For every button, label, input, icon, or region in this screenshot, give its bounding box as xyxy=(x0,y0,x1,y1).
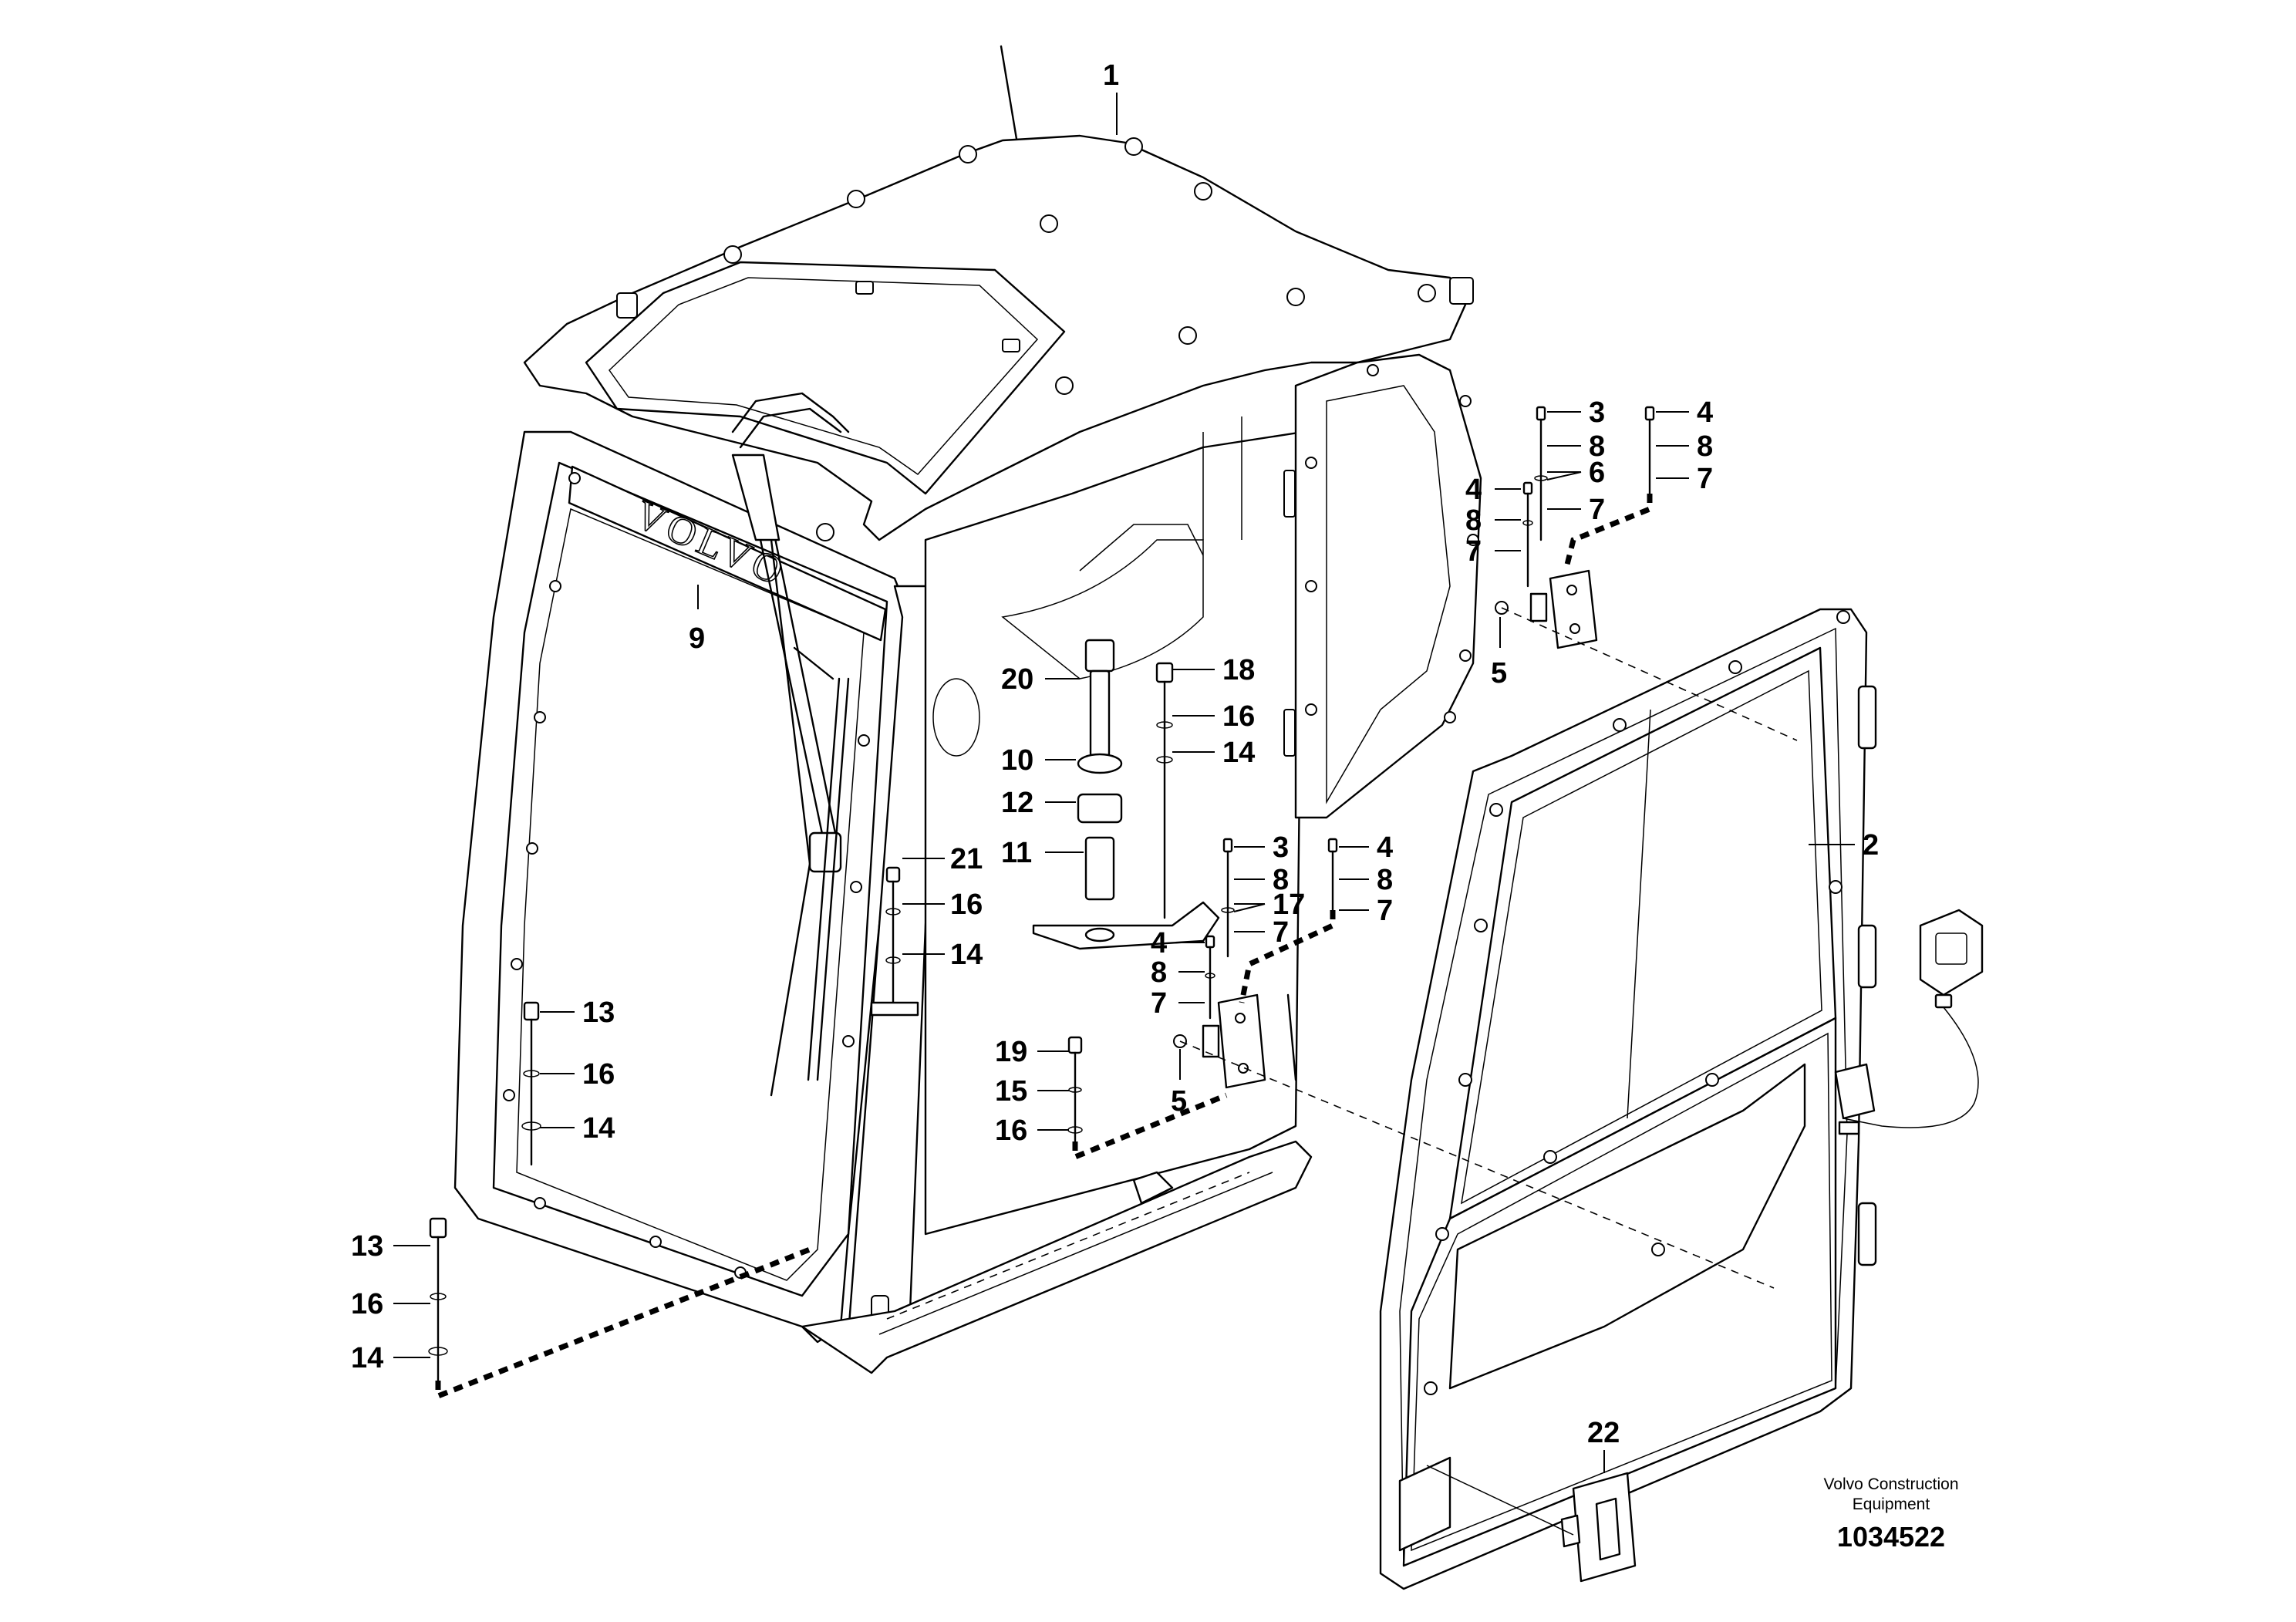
callout-7-upper-a: 7 xyxy=(1589,494,1605,526)
title-block: Volvo Construction Equipment 1034522 xyxy=(1823,1475,1958,1553)
callout-4-upper-b: 4 xyxy=(1465,474,1482,506)
callout-8-lower-a: 8 xyxy=(1273,864,1289,896)
callout-8-lower-c: 8 xyxy=(1151,956,1167,989)
callout-12: 12 xyxy=(1001,787,1033,819)
callout-19: 19 xyxy=(995,1036,1027,1068)
door-illustration xyxy=(1379,608,1877,1590)
callout-14-post: 14 xyxy=(950,939,983,971)
callout-2: 2 xyxy=(1863,829,1879,862)
callout-4-lower-a: 4 xyxy=(1377,831,1393,864)
callout-7-upper-b: 7 xyxy=(1697,463,1713,495)
callout-11: 11 xyxy=(1001,837,1032,869)
side-window-bolts xyxy=(1305,364,1479,723)
callout-labels: 1 2 9 5 5 22 20 10 12 11 18 16 14 21 16 … xyxy=(351,59,1879,1449)
callout-8-upper-b: 8 xyxy=(1697,430,1713,463)
callout-3-lower: 3 xyxy=(1273,831,1289,864)
callout-16-front: 16 xyxy=(582,1058,615,1091)
callout-22: 22 xyxy=(1587,1417,1620,1449)
assembly-dash-lines xyxy=(435,494,1798,1536)
callout-8-upper-a: 8 xyxy=(1589,430,1605,463)
callout-4-lower-b: 4 xyxy=(1151,927,1167,959)
outer-handle-illustration xyxy=(1560,1472,1637,1583)
callout-17: 17 xyxy=(1273,889,1305,921)
roof-bolts xyxy=(723,137,1436,541)
callout-7-upper-c: 7 xyxy=(1465,535,1482,568)
callout-4-upper-a: 4 xyxy=(1697,396,1713,429)
callout-13-lower: 13 xyxy=(351,1230,383,1263)
callout-20: 20 xyxy=(1001,663,1033,696)
callout-14-center: 14 xyxy=(1222,737,1255,769)
callout-1: 1 xyxy=(1103,59,1119,92)
callout-16-post: 16 xyxy=(950,889,983,921)
callout-5-lower: 5 xyxy=(1171,1085,1187,1118)
callout-5-upper: 5 xyxy=(1491,657,1507,690)
callout-14-lower: 14 xyxy=(351,1342,383,1374)
callout-14-front: 14 xyxy=(582,1112,615,1145)
cab-body-illustration: VOLVO xyxy=(453,45,1598,1374)
callout-7-lower-c: 7 xyxy=(1151,987,1167,1020)
callout-13-front: 13 xyxy=(582,996,615,1029)
brand-line-1: Volvo Construction xyxy=(1823,1475,1958,1493)
latch-illustration xyxy=(1834,909,1984,1135)
callout-16-sill: 16 xyxy=(995,1114,1027,1147)
callout-7-lower-a: 7 xyxy=(1273,916,1289,949)
callout-8-lower-b: 8 xyxy=(1377,864,1393,896)
callout-18: 18 xyxy=(1222,654,1255,686)
callout-leaders xyxy=(393,93,1855,1473)
callout-10: 10 xyxy=(1001,744,1033,777)
callout-3-upper: 3 xyxy=(1589,396,1605,429)
callout-16-lower: 16 xyxy=(351,1288,383,1320)
callout-7-lower-b: 7 xyxy=(1377,895,1393,927)
callout-15: 15 xyxy=(995,1075,1027,1108)
fastener-stacks xyxy=(428,406,1655,1382)
callout-9: 9 xyxy=(689,622,705,655)
callout-21: 21 xyxy=(950,843,983,875)
brand-line-2: Equipment xyxy=(1853,1496,1930,1513)
callout-8-upper-c: 8 xyxy=(1465,504,1482,537)
callout-16-center: 16 xyxy=(1222,700,1255,733)
callout-6: 6 xyxy=(1589,457,1605,489)
document-number: 1034522 xyxy=(1837,1521,1945,1553)
